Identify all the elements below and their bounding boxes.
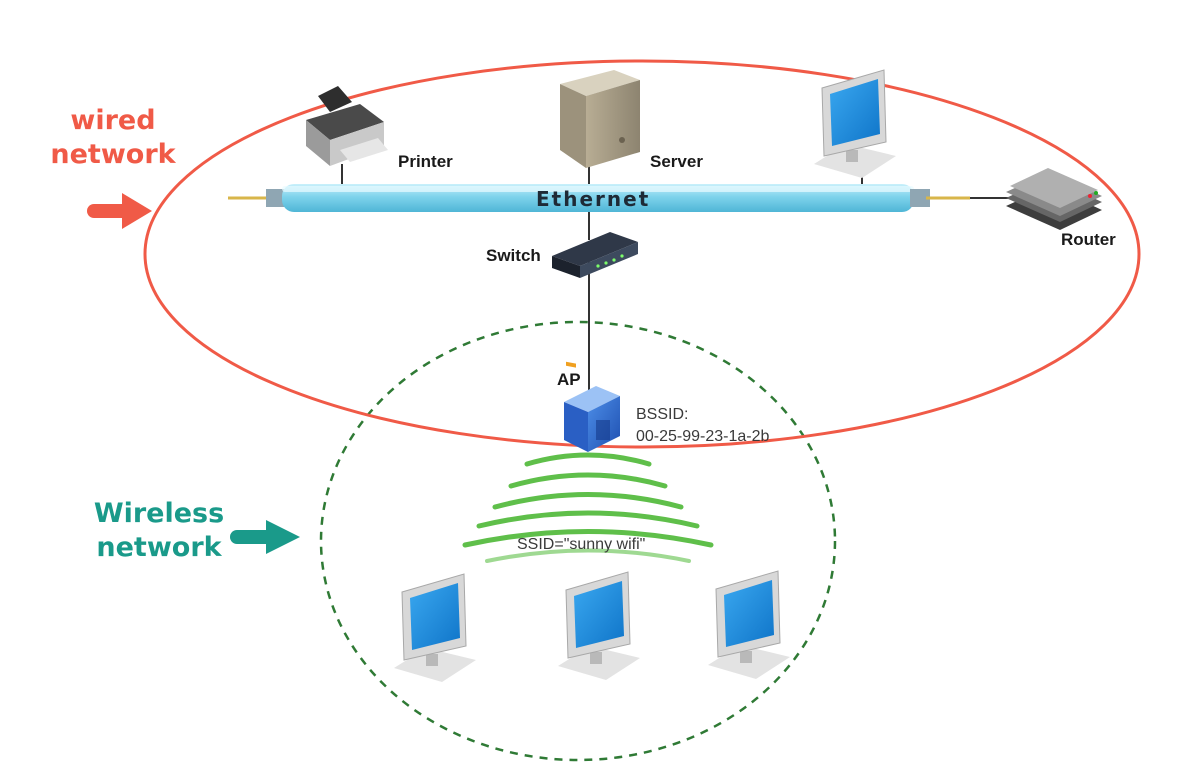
wireless-network-label: Wireless network xyxy=(84,497,234,565)
ap-label: AP xyxy=(557,370,581,389)
monitor-icon xyxy=(557,571,641,681)
ssid-label: SSID="sunny wifi" xyxy=(517,536,646,553)
wired-label-line1: wired xyxy=(70,105,156,136)
wired-network-label: wired network xyxy=(48,104,178,172)
wireless-label-line1: Wireless xyxy=(93,498,225,529)
server-label: Server xyxy=(650,152,703,171)
switch-icon xyxy=(552,232,638,368)
ethernet-label: Ethernet xyxy=(536,187,651,211)
access-point-icon xyxy=(564,386,620,452)
monitor-icon xyxy=(707,570,791,680)
printer-label: Printer xyxy=(398,152,453,171)
bssid-label: BSSID: xyxy=(636,406,689,423)
router-label: Router xyxy=(1061,230,1116,249)
server-icon xyxy=(560,70,640,168)
monitor-icon xyxy=(393,573,477,683)
router-icon xyxy=(1006,168,1102,230)
printer-icon xyxy=(306,86,388,166)
switch-label: Switch xyxy=(486,246,541,265)
monitor-icon xyxy=(813,69,897,179)
bssid-value: 00-25-99-23-1a-2b xyxy=(636,428,770,445)
arrow-right-icon xyxy=(230,520,300,554)
wired-label-line2: network xyxy=(50,139,176,170)
wireless-network-boundary xyxy=(319,320,837,762)
wireless-label-line2: network xyxy=(96,532,222,563)
wifi-waves-icon xyxy=(462,452,714,563)
arrow-right-icon xyxy=(87,193,152,229)
ethernet-cable xyxy=(228,184,970,212)
wired-network-boundary xyxy=(143,59,1141,449)
